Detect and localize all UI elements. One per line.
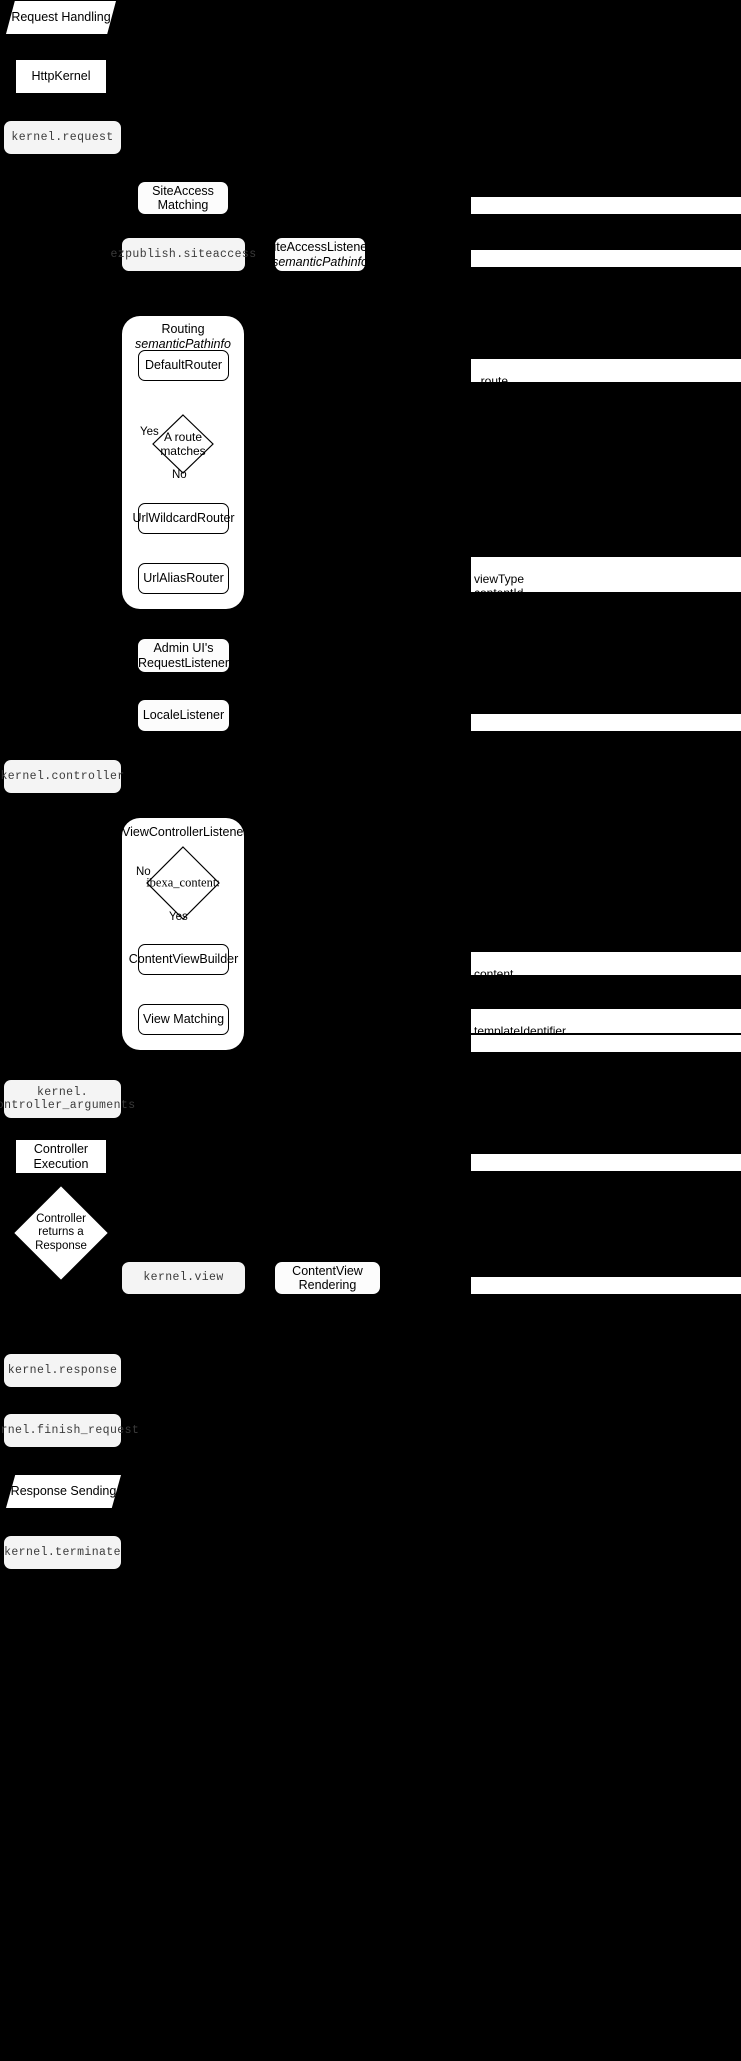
varbox-response: response [470,1276,741,1306]
node-http-kernel[interactable]: HttpKernel [16,60,106,93]
node-siteaccess-matching-label: SiteAccess Matching [152,183,214,212]
crr-line3: Response [35,1239,87,1252]
event-kernel-controller[interactable]: kernel.controller [0,760,124,793]
varbox-locale: _locale [470,713,741,743]
node-url-wildcard-router[interactable]: UrlWildcardRouter [132,503,235,534]
varbox-view: view [470,1034,741,1064]
event-ezpublish-siteaccess-label: ezpublish.siteaccess [110,247,257,261]
varbox-route-controller: _route _controller [470,358,741,402]
node-controller-execution-label: Controller Execution [33,1142,89,1171]
banner-response-sending-label: Response Sending [10,1484,117,1499]
edge-label-route-no: No [172,469,187,481]
node-admin-ui-request-listener[interactable]: Admin UI's RequestListener [138,639,229,672]
node-content-view-builder-label: ContentViewBuilder [128,952,239,967]
decision-route-matches[interactable]: A route matches [152,414,214,474]
node-url-alias-router[interactable]: UrlAliasRouter [138,563,229,594]
edge-label-ibexa-no: No [136,866,151,878]
varbox-template-controller: templateIdentifier controllerReference [470,1008,741,1052]
decision-ibexa-content[interactable]: ibexa_content: [146,846,220,920]
event-kernel-request[interactable]: kernel.request [4,121,121,154]
banner-request-handling: Request Handling [6,1,116,34]
node-contentview-rendering-label: ContentView Rendering [292,1263,363,1292]
edge-label-ibexa-yes: Yes [169,911,188,923]
vcl-title-label: ViewControllerListener [122,825,248,839]
node-controller-execution[interactable]: Controller Execution [16,1140,106,1173]
varbox-view-content-location: viewType contentId locationId [470,556,741,614]
event-ezpublish-siteaccess[interactable]: ezpublish.siteaccess [110,238,256,271]
node-admin-ui-line2: RequestListener [137,655,230,670]
node-url-alias-router-label: UrlAliasRouter [143,571,224,586]
node-admin-ui-line1: Admin UI's [153,641,214,656]
event-kernel-view[interactable]: kernel.view [122,1262,245,1294]
node-locale-listener-label: LocaleListener [142,708,225,723]
varbox-siteaccess: siteaccess [470,196,741,226]
event-kernel-controller-label: kernel.controller [0,769,125,783]
banner-response-sending: Response Sending [6,1475,121,1508]
crr-line2: returns a [38,1226,84,1239]
event-kca-line2: controller_arguments [0,1099,136,1112]
node-contentview-rendering[interactable]: ContentView Rendering [275,1262,380,1294]
banner-request-handling-label: Request Handling [11,10,111,25]
event-kernel-request-label: kernel.request [11,130,114,144]
node-http-kernel-label: HttpKernel [31,69,91,84]
node-content-view-builder[interactable]: ContentViewBuilder [129,944,238,975]
container-view-controller-listener-title: ViewControllerListener [122,825,248,840]
node-view-matching[interactable]: View Matching [138,1004,229,1035]
routing-title-emphasis: semanticPathinfo [135,337,231,351]
event-kernel-response-label: kernel.response [7,1363,118,1377]
event-kernel-view-label: kernel.view [143,1271,224,1285]
edge-label-route-yes: Yes [140,426,159,438]
varbox-content-location: content location [470,951,741,995]
node-siteaccess-listener-line1: SiteAccessListener: [265,240,375,255]
node-url-wildcard-router-label: UrlWildcardRouter [132,511,235,526]
node-siteaccess-listener-line2: semanticPathinfo [272,254,368,269]
routing-title-prefix: Routing [161,322,205,336]
node-locale-listener[interactable]: LocaleListener [138,700,229,731]
node-siteaccess-matching[interactable]: SiteAccess Matching [138,182,228,214]
event-kernel-response[interactable]: kernel.response [4,1354,121,1387]
event-kca-line1: kernel. [36,1085,89,1099]
node-default-router-label: DefaultRouter [144,358,223,373]
event-kernel-controller-arguments[interactable]: kernel. controller_arguments [0,1080,135,1118]
node-default-router[interactable]: DefaultRouter [138,350,229,381]
crr-line1: Controller [36,1213,86,1226]
node-siteaccess-listener[interactable]: SiteAccessListener: semanticPathinfo [265,238,375,271]
event-kernel-terminate-label: kernel.terminate [4,1545,121,1559]
event-kernel-finish-request[interactable]: kernel.finish_request [0,1414,139,1447]
decision-controller-returns-response-label: Controller returns a Response [24,1212,98,1254]
event-kernel-finish-request-label: kernel.finish_request [0,1423,140,1437]
varbox-semantic-pathinfo: semanticPathinfo [470,249,741,279]
node-view-matching-label: View Matching [142,1012,225,1027]
event-kernel-terminate[interactable]: kernel.terminate [4,1536,121,1569]
varbox-response-view: response/view [470,1153,741,1183]
